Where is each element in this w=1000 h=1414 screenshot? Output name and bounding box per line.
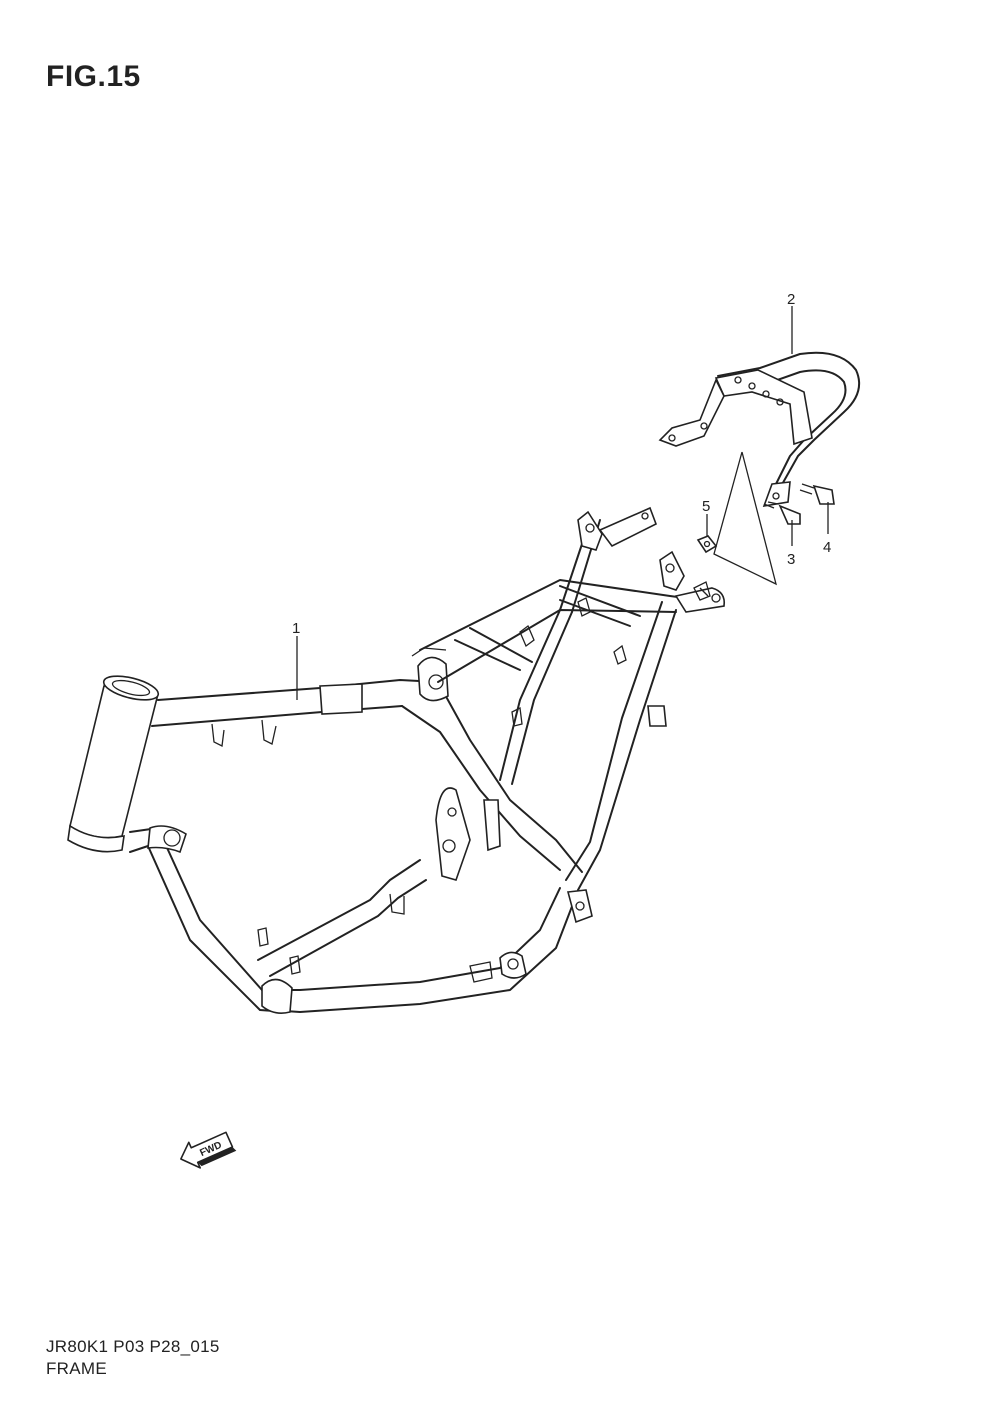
callout-5: 5 xyxy=(702,498,710,536)
fwd-arrow-icon: FWD xyxy=(180,1131,237,1169)
part-group-label: FRAME xyxy=(46,1359,107,1378)
steering-head-tube xyxy=(67,675,160,853)
callout-5-label: 5 xyxy=(702,498,710,515)
main-frame-part xyxy=(67,506,726,1014)
callout-2-label: 2 xyxy=(787,291,795,308)
callout-3-label: 3 xyxy=(787,551,795,568)
alignment-guide-lines xyxy=(713,451,777,586)
callout-4-label: 4 xyxy=(823,539,831,556)
rear-grab-handle-part xyxy=(658,351,860,508)
model-code-label: JR80K1 P03 P28_015 xyxy=(46,1337,220,1356)
nut-part-5 xyxy=(696,535,718,554)
callout-1-label: 1 xyxy=(292,620,300,637)
callout-3: 3 xyxy=(787,520,795,568)
callout-2: 2 xyxy=(787,291,795,354)
bolt-part-4 xyxy=(799,483,835,505)
callout-4: 4 xyxy=(823,502,831,556)
bolt-part-3 xyxy=(763,501,801,525)
figure-title: FIG.15 xyxy=(46,60,141,93)
callout-1: 1 xyxy=(292,620,300,700)
